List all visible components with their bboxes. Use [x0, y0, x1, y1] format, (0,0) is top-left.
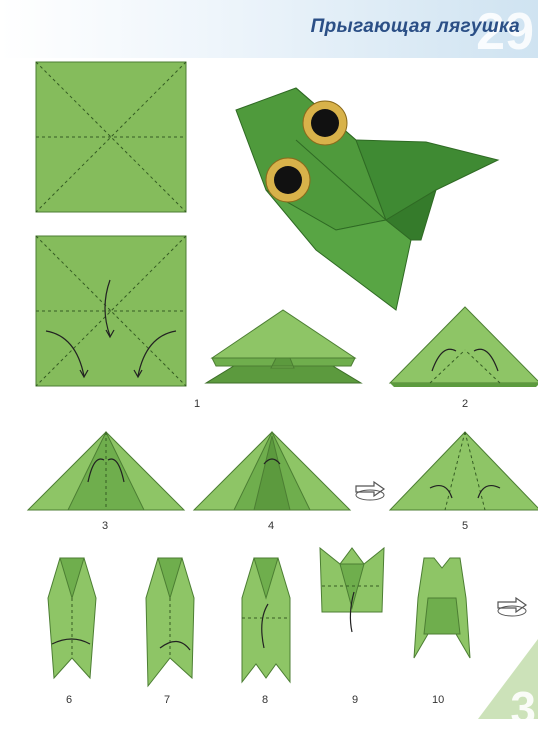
- diagram-step-4: [194, 432, 350, 512]
- step-label: 7: [164, 694, 170, 706]
- step-label: 10: [432, 694, 444, 706]
- turn-over-icon: [352, 478, 390, 502]
- step-label: 6: [66, 694, 72, 706]
- diagram-square-fold: [36, 236, 186, 386]
- turn-over-icon: [494, 594, 532, 618]
- origami-frog-illustration: [236, 80, 506, 320]
- step-label: 1: [194, 398, 200, 410]
- diagram-step-2: [390, 305, 538, 387]
- step-label: 2: [462, 398, 468, 410]
- step-label: 4: [268, 520, 274, 532]
- diagram-step-7: [138, 558, 202, 688]
- diagram-step-6: [40, 558, 104, 688]
- diagram-step-3: [28, 432, 184, 512]
- diagram-step-5: [390, 432, 538, 512]
- page-title: Прыгающая лягушка: [311, 16, 520, 38]
- step-label: 9: [352, 694, 358, 706]
- diagram-step-8: [234, 558, 298, 688]
- step-label: 5: [462, 520, 468, 532]
- diagram-step-10: [410, 558, 474, 688]
- diagram-step-1: [206, 308, 361, 388]
- page-number-bottom: 3: [510, 681, 536, 735]
- step-label: 3: [102, 520, 108, 532]
- diagram-square-creased: [36, 62, 186, 212]
- step-label: 8: [262, 694, 268, 706]
- diagram-step-9: [320, 548, 384, 638]
